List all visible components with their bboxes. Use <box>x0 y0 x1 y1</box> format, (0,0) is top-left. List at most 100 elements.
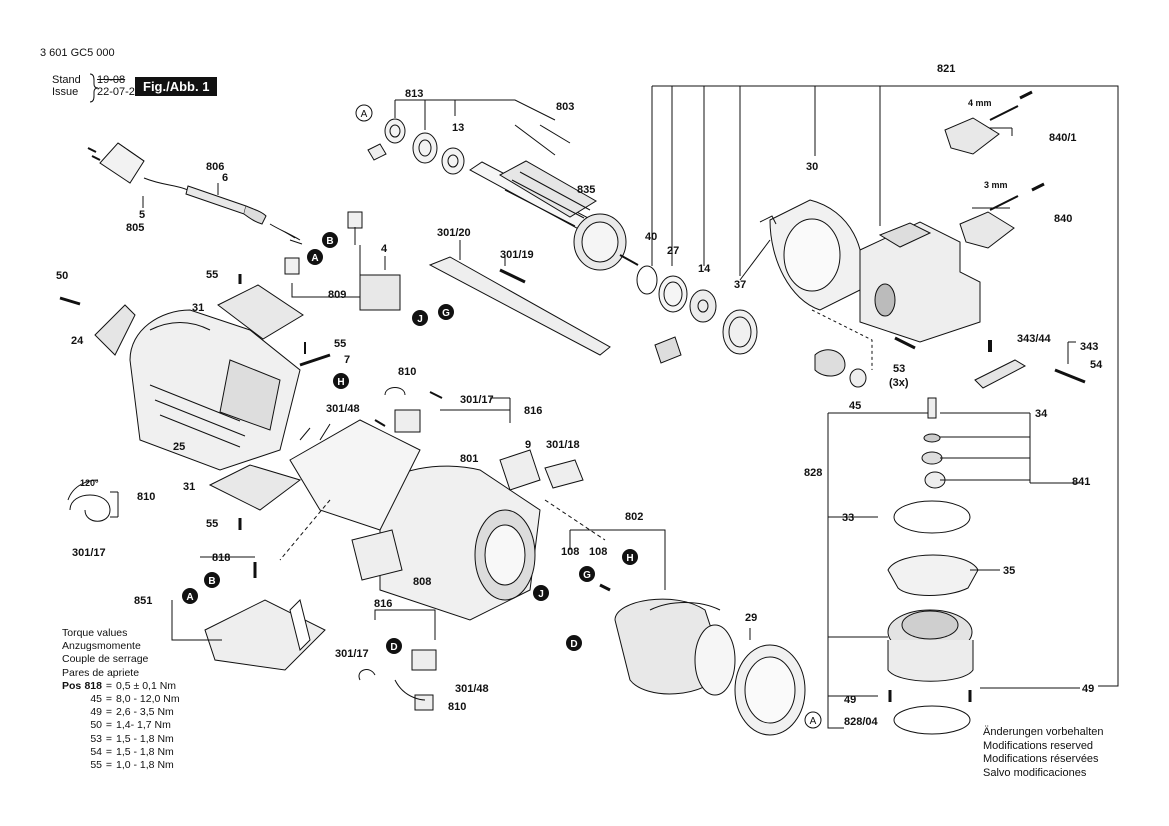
label-35: 35 <box>1003 565 1015 577</box>
torque-pos: 45 <box>90 693 102 706</box>
issue-label: Issue <box>52 86 79 98</box>
label-816-bottom: 816 <box>374 598 392 610</box>
torque-value: 1,5 - 1,8 Nm <box>116 732 174 745</box>
label-14: 14 <box>698 263 711 275</box>
label-343: 343 <box>1080 341 1098 353</box>
label-31-top: 31 <box>192 302 204 314</box>
label-49-left: 49 <box>844 694 856 706</box>
label-31-bottom: 31 <box>183 481 195 493</box>
marker-d-stator: D <box>570 639 577 650</box>
label-4: 4 <box>381 243 388 255</box>
torque-row: 50= 1,4- 1,7 Nm <box>62 719 180 732</box>
wheel-guard-drawing <box>759 199 864 311</box>
label-27: 27 <box>667 245 679 257</box>
label-301-19: 301/19 <box>500 249 534 261</box>
label-803: 803 <box>556 101 574 113</box>
label-821: 821 <box>937 63 955 75</box>
label-6: 6 <box>222 172 228 184</box>
label-810-mid: 810 <box>398 366 416 378</box>
label-25: 25 <box>173 441 185 453</box>
label-301-20: 301/20 <box>437 227 471 239</box>
label-816-mid: 816 <box>524 405 542 417</box>
label-7: 7 <box>344 354 350 366</box>
stand-issue-labels: Stand Issue <box>52 74 81 98</box>
label-54: 54 <box>1090 359 1103 371</box>
label-343-44: 343/44 <box>1017 333 1052 345</box>
label-301-48-bottom: 301/48 <box>455 683 489 695</box>
torque-row: 53= 1,5 - 1,8 Nm <box>62 733 180 746</box>
label-108-a: 108 <box>561 546 579 558</box>
cable-sleeve-drawing <box>185 185 303 245</box>
torque-value: 8,0 - 12,0 Nm <box>116 693 180 706</box>
marker-d-brush: D <box>390 642 397 653</box>
issue-date: 22-07-20 <box>97 86 142 98</box>
label-841: 841 <box>1072 476 1090 488</box>
label-3mm: 3 mm <box>984 180 1008 190</box>
modifications-es: Salvo modificaciones <box>983 766 1087 779</box>
label-53: 53 <box>893 363 905 375</box>
torque-pos: 55 <box>90 759 102 772</box>
label-828: 828 <box>804 467 822 479</box>
torque-value: 0,5 ± 0,1 Nm <box>116 679 177 692</box>
label-120-degrees: 120° <box>80 478 99 488</box>
marker-a-top: A <box>361 109 368 120</box>
torque-pos: 818 <box>84 679 102 692</box>
modifications-fr: Modifications réservées <box>983 753 1099 766</box>
label-37: 37 <box>734 279 746 291</box>
marker-a-bottom: A <box>810 716 817 727</box>
torque-value: 1,5 - 1,8 Nm <box>116 745 174 758</box>
modifications-en: Modifications reserved <box>983 739 1094 752</box>
label-33: 33 <box>842 512 854 524</box>
torque-pos: 49 <box>90 706 102 719</box>
marker-h-brush: H <box>337 377 344 388</box>
label-55-mid: 55 <box>334 338 346 350</box>
gear-case-drawing <box>379 465 541 621</box>
torque-row: 49= 2,6 - 3,5 Nm <box>62 706 180 719</box>
part-labels: 813 803 13 806 6 5 805 835 40 27 14 37 3… <box>56 63 1103 728</box>
torque-title-de: Anzugsmomente <box>62 640 141 653</box>
label-802: 802 <box>625 511 643 523</box>
label-828-04: 828/04 <box>844 716 879 728</box>
label-45: 45 <box>849 400 861 412</box>
torque-value: 2,6 - 3,5 Nm <box>116 706 174 719</box>
label-818: 818 <box>212 552 230 564</box>
marker-a-cable: A <box>311 253 318 264</box>
label-808: 808 <box>413 576 431 588</box>
label-835: 835 <box>577 184 595 196</box>
label-9: 9 <box>525 439 531 451</box>
label-805: 805 <box>126 222 144 234</box>
torque-value: 1,0 - 1,8 Nm <box>116 759 174 772</box>
torque-title-es: Pares de apriete <box>62 666 140 679</box>
label-806: 806 <box>206 161 224 173</box>
pos-label: Pos <box>62 679 82 692</box>
label-3x: (3x) <box>889 377 909 389</box>
stand-issue-dates: 19-08 22-07-20 <box>97 74 141 98</box>
marker-j-holder: J <box>417 314 423 325</box>
motor-housing-drawing <box>129 309 301 471</box>
marker-g-stator: G <box>583 570 591 581</box>
label-301-17-mid: 301/17 <box>460 394 494 406</box>
label-50: 50 <box>56 270 68 282</box>
figure-label: Fig./Abb. 1 <box>135 77 218 96</box>
label-4mm: 4 mm <box>968 98 992 108</box>
document-number: 3 601 GC5 000 <box>40 47 115 59</box>
torque-pos: 53 <box>90 732 102 745</box>
label-301-17-bottom: 301/17 <box>335 648 369 660</box>
label-809: 809 <box>328 289 346 301</box>
label-810-bottom: 810 <box>448 701 466 713</box>
marker-h-stator: H <box>626 553 633 564</box>
label-24: 24 <box>71 335 84 347</box>
modifications-note: Änderungen vorbehalten Modifications res… <box>983 726 1103 780</box>
label-13: 13 <box>452 122 464 134</box>
label-34: 34 <box>1035 408 1048 420</box>
label-29: 29 <box>745 612 757 624</box>
label-813: 813 <box>405 88 423 100</box>
torque-row: Pos 818 = 0,5 ± 0,1 Nm <box>62 679 177 692</box>
label-301-17-left: 301/17 <box>72 547 106 559</box>
modifications-de: Änderungen vorbehalten <box>983 726 1104 738</box>
label-55-top: 55 <box>206 269 218 281</box>
armature-drawing <box>469 160 639 271</box>
marker-j-stator: J <box>538 589 544 600</box>
